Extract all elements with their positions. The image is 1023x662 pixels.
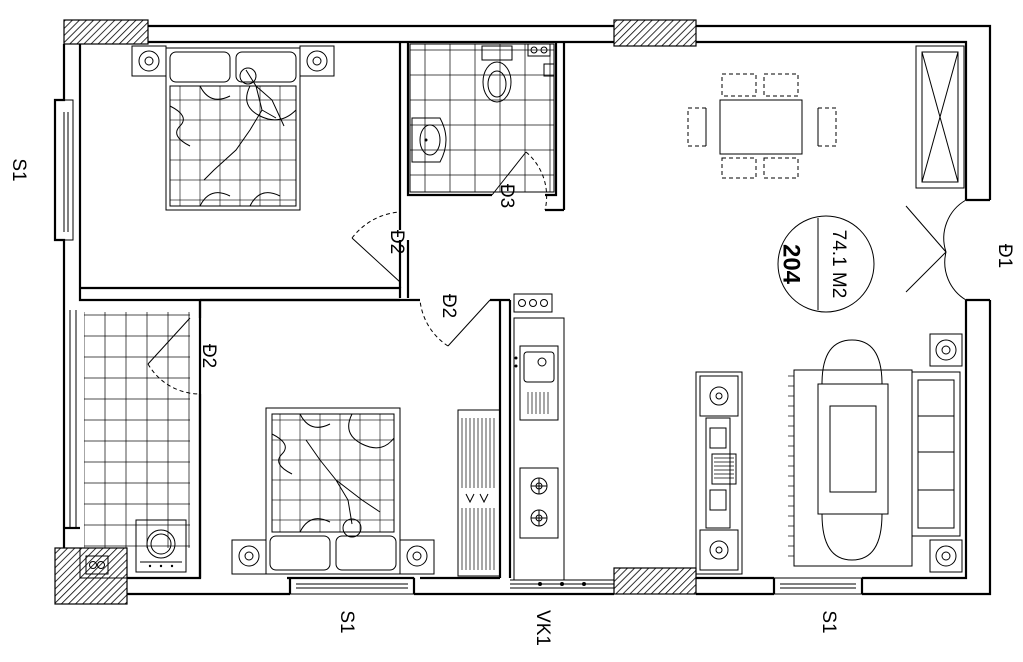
window-label-left: S1 xyxy=(8,158,29,181)
unit-number: 204 xyxy=(778,244,805,285)
bedroom-1 xyxy=(131,45,335,211)
door-label-bedroom-1: Đ2 xyxy=(386,230,407,254)
balcony xyxy=(64,310,201,579)
kitchen xyxy=(513,293,565,581)
bedroom-2 xyxy=(231,299,501,577)
window-label-bottom-left: S1 xyxy=(336,610,357,633)
wc xyxy=(409,43,555,211)
partition-label: VK1 xyxy=(532,610,553,646)
door-label-balcony: Đ2 xyxy=(198,344,219,368)
storage-cabinet xyxy=(915,45,965,189)
labels: S1 S1 S1 VK1 Đ1 Đ2 Đ2 Đ2 Đ3 xyxy=(8,158,1015,646)
entry-door xyxy=(905,198,990,302)
area-value: 74.1 M2 xyxy=(828,230,849,299)
living-room xyxy=(695,333,963,575)
area-tag: 204 74.1 M2 xyxy=(777,215,875,313)
bedroom-1-door xyxy=(351,211,401,283)
door-label-entry: Đ1 xyxy=(994,244,1015,268)
window-label-bottom-right: S1 xyxy=(818,610,839,633)
door-label-wc: Đ3 xyxy=(496,184,517,208)
structural-columns xyxy=(54,19,697,605)
dining-area xyxy=(687,73,837,179)
door-label-bedroom-2: Đ2 xyxy=(438,294,459,318)
